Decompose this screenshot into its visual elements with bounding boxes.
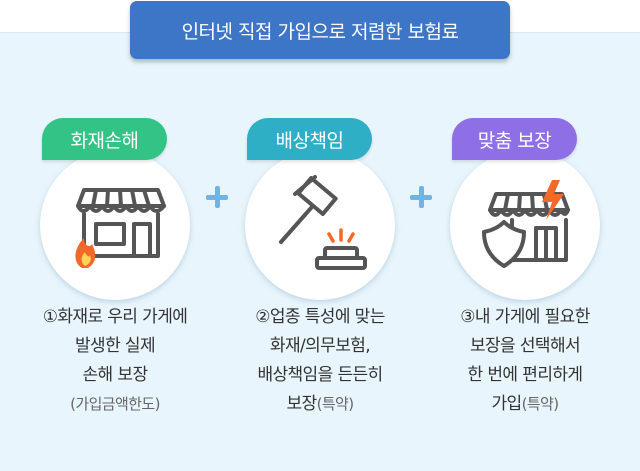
description-note: (가입금액한도) (70, 395, 160, 413)
page-title: 인터넷 직접 가입으로 저렴한 보험료 (130, 1, 510, 59)
description-line: ②업종 특성에 맞는 (255, 307, 385, 327)
tag-liability: 배상책임 (247, 118, 372, 160)
benefit-card-custom: 맞춤 보장 ③내 가게에 필요한 보장을 선택해서 한 번에 편리하게 가입(특… (425, 118, 625, 448)
protected-store-icon (482, 180, 570, 268)
description-line: 보장을 선택해서 (469, 336, 581, 356)
benefit-card-liability: 배상책임 ②업종 특성에 맞는 화재/의무보험, 배상책임을 든든히 보장(특약… (220, 118, 420, 448)
benefit-description: ①화재로 우리 가게에 발생한 실제 손해 보장 (가입금액한도) (15, 303, 215, 419)
description-note: (특약) (316, 395, 355, 413)
description-line: 손해 보장 (82, 365, 149, 385)
description-note-prefix: 보장 (286, 394, 318, 414)
icon-circle (450, 150, 600, 300)
benefit-description: ③내 가게에 필요한 보장을 선택해서 한 번에 편리하게 가입(특약) (425, 303, 625, 419)
burning-store-icon (75, 188, 166, 268)
tag-fire-damage: 화재손해 (42, 118, 167, 160)
description-line: 발생한 실제 (74, 336, 156, 356)
icon-circle (245, 150, 395, 300)
plus-icon (408, 184, 434, 210)
description-line: ③내 가게에 필요한 (460, 307, 590, 327)
gavel-icon (279, 175, 367, 270)
icon-circle (40, 150, 190, 300)
benefit-description: ②업종 특성에 맞는 화재/의무보험, 배상책임을 든든히 보장(특약) (220, 303, 420, 419)
benefit-card-fire: 화재손해 ①화재로 우리 가게에 발생한 실제 손해 보장 (가입금액한도) (15, 118, 215, 448)
tag-custom-coverage: 맞춤 보장 (452, 118, 577, 160)
description-note: (특약) (521, 395, 560, 413)
description-line: 한 번에 편리하게 (467, 365, 583, 385)
description-line: ①화재로 우리 가게에 (42, 307, 188, 327)
description-note-prefix: 가입 (491, 394, 523, 414)
description-line: 배상책임을 든든히 (257, 365, 383, 385)
description-line: 화재/의무보험, (269, 336, 371, 356)
plus-icon (204, 184, 230, 210)
